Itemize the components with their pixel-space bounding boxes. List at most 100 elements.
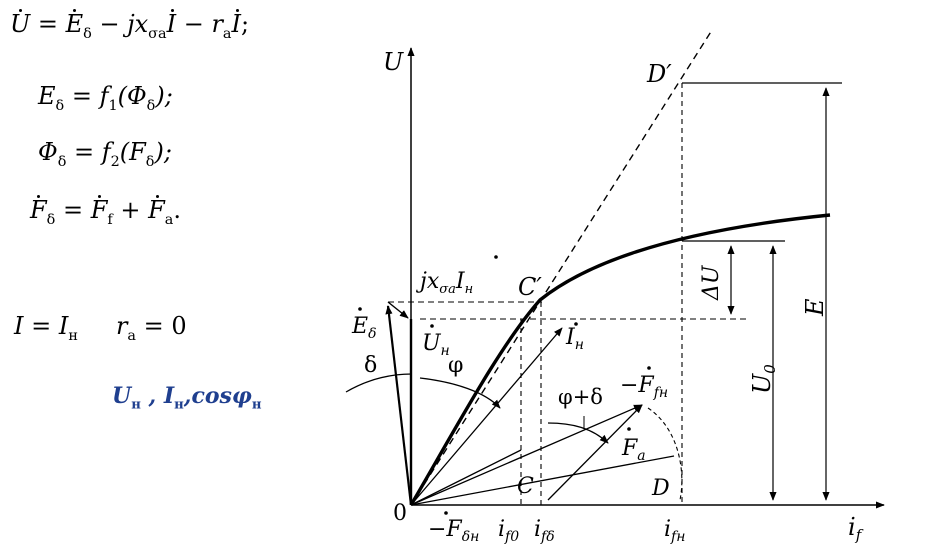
c-label: C bbox=[517, 474, 534, 499]
in-label: Iн bbox=[565, 325, 584, 353]
ifn-label: ifн bbox=[664, 517, 685, 545]
phi-arc bbox=[419, 377, 501, 409]
fa-phasor bbox=[547, 404, 643, 501]
u0-label: U0 bbox=[748, 364, 779, 394]
u-axis-label: U bbox=[383, 48, 404, 76]
flux-arg: (F bbox=[119, 138, 146, 166]
ifd-sub: fδ bbox=[540, 529, 555, 545]
resistance-term-sub: a bbox=[222, 25, 232, 42]
if-axis-main: i bbox=[848, 513, 856, 541]
mmf-armature: F bbox=[148, 194, 165, 224]
delta-u-label: ΔU bbox=[699, 264, 724, 301]
rotation-arc-dashed bbox=[647, 407, 683, 501]
equals-sign: = bbox=[30, 10, 66, 38]
mmf-lhs: F bbox=[30, 194, 47, 224]
fa-main: F bbox=[621, 436, 638, 461]
un-sub: н bbox=[441, 343, 450, 359]
jx-in-main: jx bbox=[415, 269, 440, 294]
cond-equals-2: = 0 bbox=[136, 312, 187, 340]
cond-resistance-sub: a bbox=[127, 327, 137, 344]
minus-fdn-main: −F bbox=[428, 517, 462, 542]
delta-label: δ bbox=[364, 353, 377, 378]
flux-lhs: Φ bbox=[38, 138, 58, 166]
voltage-lhs: U bbox=[10, 8, 31, 38]
emf-arg-sub: δ bbox=[146, 97, 156, 114]
cond-current: I bbox=[14, 312, 24, 340]
flux-arg-sub: δ bbox=[145, 153, 155, 170]
magnetization-curve bbox=[409, 213, 831, 506]
rated-sep-1: , bbox=[140, 383, 164, 409]
rated-power-factor: cosφ bbox=[191, 383, 252, 409]
e-delta-main: E bbox=[351, 314, 368, 339]
rated-values: Uн , Iн,cosφн bbox=[112, 383, 261, 412]
dot-fa bbox=[627, 427, 631, 431]
rated-voltage: U bbox=[112, 383, 132, 409]
if-axis-sub: f bbox=[855, 526, 864, 544]
dot-fdn bbox=[444, 511, 448, 515]
if0-label: if0 bbox=[498, 517, 519, 545]
if0-main: i bbox=[498, 517, 505, 542]
ifd-main: i bbox=[534, 517, 541, 542]
fa-label: Fa bbox=[621, 436, 646, 464]
d-label: D bbox=[651, 476, 670, 501]
e-delta-label: Eδ bbox=[351, 314, 377, 342]
emf-rhs: = f bbox=[64, 82, 109, 110]
in-phasor bbox=[410, 327, 563, 506]
cond-equals-1: = bbox=[23, 312, 59, 340]
emf-term: E bbox=[65, 8, 84, 38]
current-term-2: I bbox=[231, 8, 241, 38]
rated-sep-2: , bbox=[183, 383, 192, 409]
mmf-end: . bbox=[173, 196, 181, 224]
phi-label: φ bbox=[448, 353, 463, 378]
dot-in bbox=[574, 322, 578, 326]
in-sub: н bbox=[575, 337, 584, 353]
jx-term-sub: σa bbox=[148, 25, 167, 42]
dot-un bbox=[430, 324, 434, 328]
flux-lhs-sub: δ bbox=[57, 153, 67, 170]
if0-sub: f0 bbox=[504, 529, 519, 545]
current-term: I bbox=[166, 8, 177, 38]
jx-in-current-sub: н bbox=[465, 282, 474, 297]
dot-ffn bbox=[647, 366, 651, 370]
minus-ffn-phasor bbox=[410, 404, 643, 506]
minus-sign: − bbox=[91, 10, 128, 38]
jx-in-label: jxσaIн bbox=[415, 269, 473, 297]
emf-lhs: E bbox=[38, 82, 56, 110]
minus-ffn-sub: fн bbox=[653, 385, 668, 401]
rated-power-factor-sub: н bbox=[251, 397, 262, 413]
minus-fdn-label: −Fδн bbox=[428, 517, 479, 545]
ifn-main: i bbox=[664, 517, 671, 542]
minus-sign-2: − bbox=[176, 10, 212, 38]
c-prime-label: C′ bbox=[518, 273, 542, 301]
rated-voltage-sub: н bbox=[131, 397, 141, 413]
resistance-term: r bbox=[211, 10, 223, 38]
air-gap-line bbox=[410, 29, 713, 506]
semicolon: ; bbox=[241, 10, 250, 38]
cond-resistance: r bbox=[115, 312, 128, 340]
emf-end: ); bbox=[155, 82, 173, 110]
emf-arg: (Φ bbox=[117, 82, 147, 110]
mmf-equation: Fδ = Ff + Fa. bbox=[30, 194, 181, 228]
e-label: E bbox=[801, 298, 829, 317]
d-prime-label: D′ bbox=[646, 60, 672, 88]
phi-delta-arc bbox=[547, 422, 609, 444]
flux-rhs: = f bbox=[66, 138, 111, 166]
jx-in-segment bbox=[387, 301, 409, 319]
voltage-equation: U = Eδ − jxσaI − raI; bbox=[10, 8, 250, 42]
emf-rhs-sub: 1 bbox=[108, 97, 118, 114]
ifn-sub: fн bbox=[670, 529, 685, 545]
mmf-equals: = bbox=[55, 196, 91, 224]
phi-delta-label: φ+δ bbox=[558, 385, 603, 409]
origin-to-d-line bbox=[410, 455, 675, 506]
u0-main: U bbox=[748, 373, 776, 394]
u0-sub: 0 bbox=[761, 364, 779, 374]
dot-jxi bbox=[494, 255, 498, 259]
dot-e-delta bbox=[358, 307, 362, 311]
emf-lhs-sub: δ bbox=[55, 97, 65, 114]
mmf-field-sub: f bbox=[107, 211, 113, 228]
in-main: I bbox=[565, 325, 576, 350]
minus-fdn-phasor bbox=[410, 449, 522, 506]
minus-ffn-label: −Ffн bbox=[620, 373, 668, 401]
if-axis-label: if bbox=[848, 513, 864, 544]
